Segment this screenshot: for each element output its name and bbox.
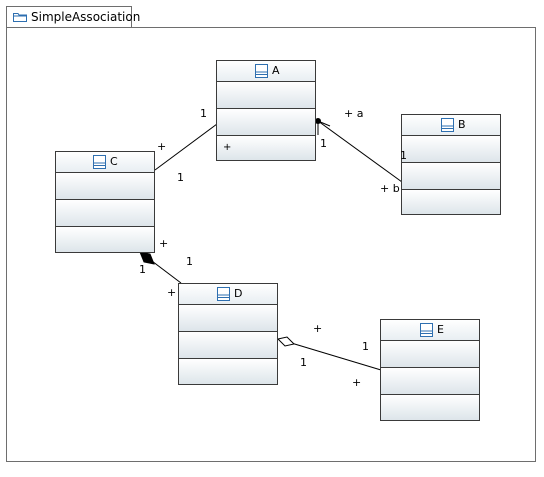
extra-compartment[interactable]	[402, 190, 500, 214]
association-d-e	[277, 338, 382, 371]
operations-compartment[interactable]	[179, 332, 277, 359]
multiplicity-label: 1	[362, 340, 369, 353]
operations-compartment[interactable]	[402, 163, 500, 190]
extra-compartment[interactable]: +	[217, 136, 315, 160]
role-label: +	[167, 286, 177, 299]
class-name: A	[272, 64, 280, 77]
operations-compartment[interactable]	[381, 368, 479, 395]
class-icon	[441, 118, 454, 132]
class-b[interactable]: B	[401, 114, 501, 215]
class-name: E	[437, 323, 444, 336]
class-d[interactable]: D	[178, 283, 278, 385]
role-label: +	[313, 322, 323, 335]
operations-compartment[interactable]	[217, 109, 315, 136]
multiplicity-label: 1	[300, 356, 307, 369]
class-e[interactable]: E	[380, 319, 480, 421]
multiplicity-label: 1	[139, 263, 146, 276]
multiplicity-label: 1	[177, 171, 184, 184]
multiplicity-label: 1	[320, 137, 327, 150]
class-c[interactable]: C	[55, 151, 155, 253]
attributes-compartment[interactable]	[381, 341, 479, 368]
class-icon	[93, 155, 106, 169]
navigable-arrow-head	[317, 120, 331, 135]
multiplicity-label: 1	[400, 149, 407, 162]
attributes-compartment[interactable]	[217, 82, 315, 109]
role-label: + b	[380, 182, 400, 195]
attributes-compartment[interactable]	[56, 173, 154, 200]
diagram-tab[interactable]: SimpleAssociation	[6, 6, 140, 27]
multiplicity-label: 1	[186, 255, 193, 268]
role-label: +	[352, 376, 362, 389]
class-icon	[255, 64, 268, 78]
folder-icon	[13, 13, 27, 22]
aggregation-diamond	[277, 336, 295, 347]
class-icon	[420, 323, 433, 337]
class-name: D	[234, 287, 243, 300]
attributes-compartment[interactable]	[179, 305, 277, 332]
diagram-title: SimpleAssociation	[31, 10, 141, 24]
role-label: +	[159, 237, 169, 250]
extra-compartment[interactable]	[56, 227, 154, 252]
composition-diamond	[139, 251, 155, 265]
operations-compartment[interactable]	[56, 200, 154, 227]
class-icon	[217, 287, 230, 301]
multiplicity-label: 1	[200, 107, 207, 120]
class-a[interactable]: A +	[216, 60, 316, 161]
association-a-b	[317, 120, 403, 183]
compartment-plus: +	[223, 142, 232, 153]
extra-compartment[interactable]	[179, 359, 277, 384]
association-a-c	[154, 123, 218, 171]
class-name: C	[110, 155, 118, 168]
class-name: B	[458, 118, 466, 131]
attributes-compartment[interactable]	[402, 136, 500, 163]
role-label: + a	[344, 107, 364, 120]
extra-compartment[interactable]	[381, 395, 479, 420]
role-label: +	[157, 140, 167, 153]
